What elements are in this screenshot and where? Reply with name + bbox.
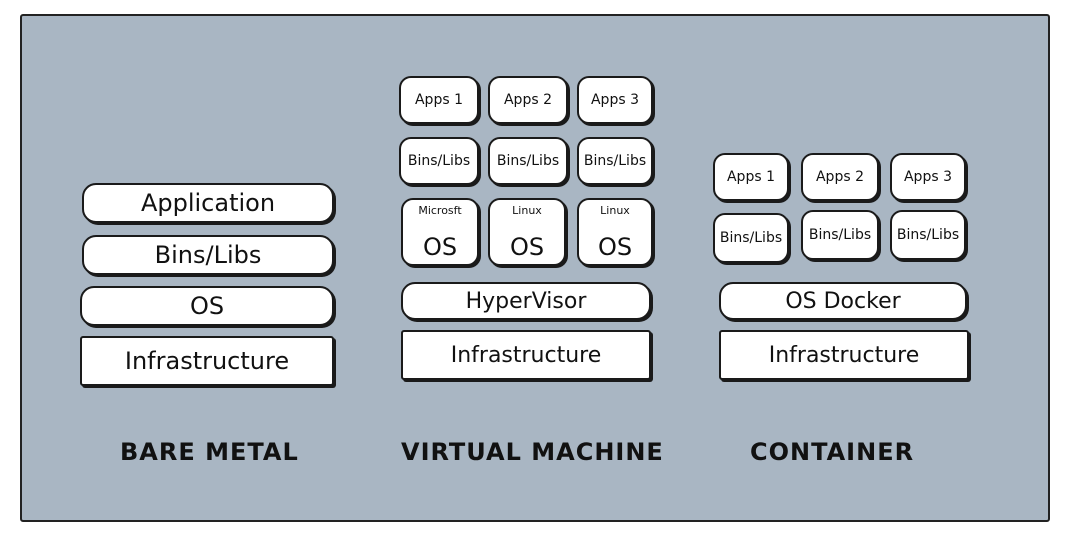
vm-hypervisor-label: HyperVisor [465, 288, 587, 314]
vm-app-3: Apps 3 [577, 76, 653, 124]
container-infrastructure-label: Infrastructure [768, 342, 920, 368]
vm-bins-libs-2-label: Bins/Libs [496, 153, 560, 169]
vm-bins-libs-3-label: Bins/Libs [583, 153, 647, 169]
bare-metal-bins-libs: Bins/Libs [82, 235, 334, 275]
vm-app-2: Apps 2 [488, 76, 568, 124]
vm-app-2-label: Apps 2 [503, 92, 552, 108]
bare-metal-os: OS [80, 286, 334, 326]
vm-os-1-label: OS [422, 233, 458, 261]
vm-caption: VIRTUAL MACHINE [401, 438, 664, 466]
vm-app-1: Apps 1 [399, 76, 479, 124]
vm-os-2-type: Linux [512, 204, 542, 217]
vm-bins-libs-3: Bins/Libs [577, 137, 653, 185]
container-bins-libs-3: Bins/Libs [890, 210, 966, 260]
container-bins-libs-2-label: Bins/Libs [808, 227, 872, 243]
vm-bins-libs-1-label: Bins/Libs [407, 153, 471, 169]
container-app-1-label: Apps 1 [726, 169, 775, 185]
container-app-1: Apps 1 [713, 153, 789, 201]
container-bins-libs-3-label: Bins/Libs [896, 227, 960, 243]
vm-os-3: Linux OS [577, 198, 653, 266]
vm-os-1-type: Microsft [418, 204, 462, 217]
container-app-3: Apps 3 [890, 153, 966, 201]
vm-os-3-type: Linux [600, 204, 630, 217]
vm-bins-libs-2: Bins/Libs [488, 137, 568, 185]
container-caption: CONTAINER [750, 438, 915, 466]
bare-metal-bins-libs-label: Bins/Libs [154, 241, 262, 269]
bare-metal-application: Application [82, 183, 334, 223]
vm-hypervisor: HyperVisor [401, 282, 651, 320]
container-bins-libs-1-label: Bins/Libs [719, 230, 783, 246]
bare-metal-caption: BARE METAL [120, 438, 299, 466]
vm-os-1: Microsft OS [401, 198, 479, 266]
container-bins-libs-2: Bins/Libs [801, 210, 879, 260]
vm-infrastructure: Infrastructure [401, 330, 651, 380]
bare-metal-infrastructure: Infrastructure [80, 336, 334, 386]
container-infrastructure: Infrastructure [719, 330, 969, 380]
vm-os-3-label: OS [597, 233, 633, 261]
container-app-2-label: Apps 2 [815, 169, 864, 185]
container-bins-libs-1: Bins/Libs [713, 213, 789, 263]
container-os-docker-label: OS Docker [785, 288, 901, 314]
container-app-2: Apps 2 [801, 153, 879, 201]
vm-os-2-label: OS [509, 233, 545, 261]
vm-bins-libs-1: Bins/Libs [399, 137, 479, 185]
bare-metal-infrastructure-label: Infrastructure [124, 347, 290, 375]
vm-os-2: Linux OS [488, 198, 566, 266]
bare-metal-application-label: Application [140, 189, 276, 217]
vm-app-1-label: Apps 1 [414, 92, 463, 108]
vm-app-3-label: Apps 3 [590, 92, 639, 108]
container-app-3-label: Apps 3 [903, 169, 952, 185]
bare-metal-os-label: OS [189, 292, 225, 320]
container-os-docker: OS Docker [719, 282, 967, 320]
vm-infrastructure-label: Infrastructure [450, 342, 602, 368]
